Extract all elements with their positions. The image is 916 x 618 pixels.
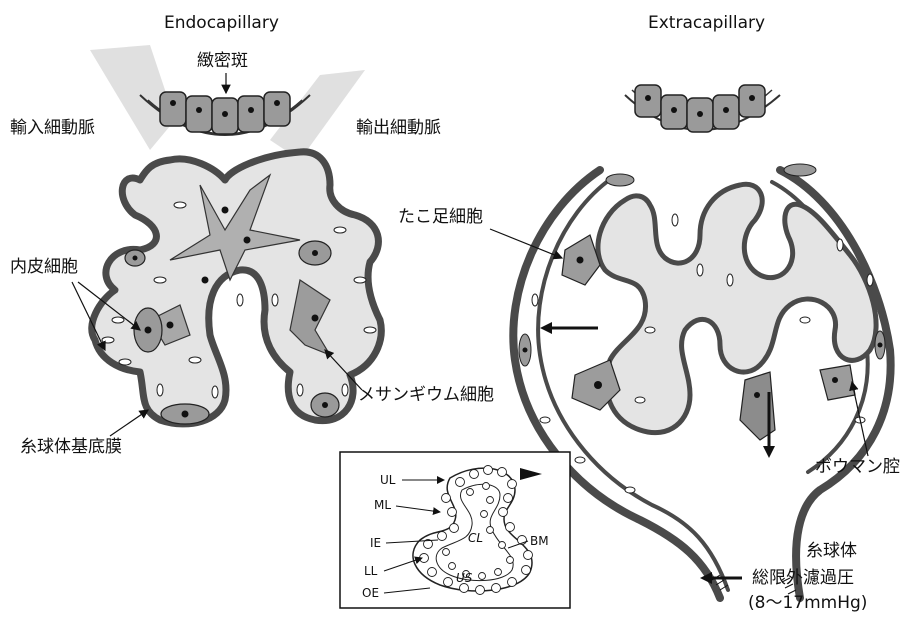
- label-mesangial-cell: メサンギウム細胞: [358, 385, 494, 405]
- inset-label-ml: ML: [374, 498, 391, 512]
- title-extracapillary: Extracapillary: [648, 13, 765, 33]
- left-tuft-body: [92, 152, 381, 424]
- label-macula-densa: 緻密斑: [197, 51, 248, 71]
- label-bowman-space: ボウマン腔: [815, 457, 900, 477]
- endocapillary-glomerulus: 緻密斑 輸入細動脈 輸出細動脈 内皮細胞 メサンギウム細胞 糸球体基底膜: [10, 45, 494, 457]
- inset-label-oe: OE: [362, 586, 379, 600]
- label-endothelial-cell: 内皮細胞: [10, 257, 78, 277]
- inset-label-ul: UL: [380, 473, 396, 487]
- right-top-cells: [625, 85, 780, 132]
- label-gbm: 糸球体基底膜: [20, 437, 122, 457]
- label-podocyte: たこ足細胞: [398, 207, 483, 227]
- label-afferent-arteriole: 輸入細動脈: [10, 118, 95, 138]
- label-filtration-line2: 総限外濾過圧: [752, 568, 854, 588]
- inset-label-ie: IE: [370, 536, 381, 550]
- label-filtration-line1: 糸球体: [806, 541, 857, 561]
- label-efferent-arteriole: 輸出細動脈: [356, 118, 441, 138]
- title-endocapillary: Endocapillary: [164, 13, 279, 33]
- inset-label-bm: BM: [530, 534, 549, 548]
- inset-label-us: US: [456, 571, 473, 585]
- label-filtration-line3: (8～17mmHg): [748, 593, 867, 613]
- inset-box: UL ML IE LL OE BM CL US: [340, 452, 570, 608]
- inset-label-ll: LL: [364, 564, 378, 578]
- inset-label-cl: CL: [468, 531, 483, 545]
